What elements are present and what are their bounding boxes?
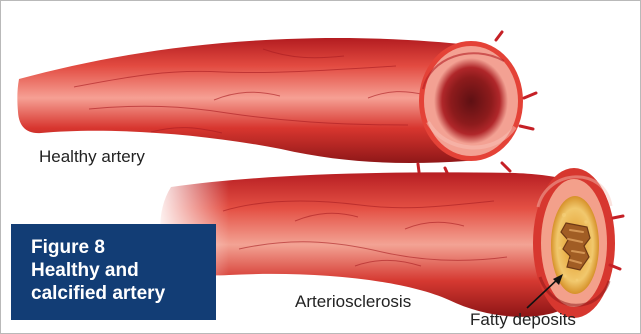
figure-title-line-2: calcified artery: [31, 282, 216, 305]
healthy-artery-lumen: [434, 58, 508, 144]
figure-caption-box: Figure 8 Healthy and calcified artery: [11, 224, 216, 320]
healthy-artery-label: Healthy artery: [39, 148, 145, 165]
arteriosclerosis-label: Arteriosclerosis: [295, 293, 411, 310]
figure-number: Figure 8: [31, 236, 216, 259]
figure-title-line-1: Healthy and: [31, 259, 216, 282]
fatty-deposits-label: Fatty deposits: [470, 311, 576, 328]
